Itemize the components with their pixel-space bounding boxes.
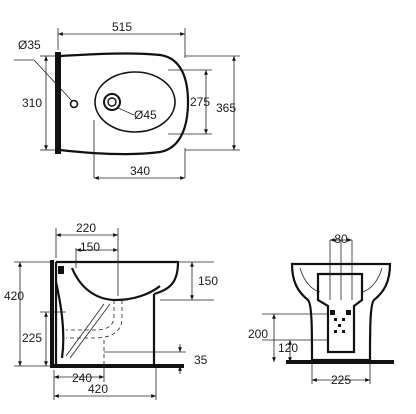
- dim-310: 310: [22, 96, 42, 110]
- dim-150-top: 150: [80, 240, 100, 254]
- dim-420-length: 420: [88, 382, 108, 396]
- dim-150-right: 150: [198, 274, 218, 288]
- supply-pipe-hole: [69, 99, 79, 109]
- side-view: 220 150 420 150 225 35 240 420: [4, 221, 218, 400]
- drain-hole-inner: [107, 97, 117, 107]
- dim-120: 120: [278, 341, 298, 355]
- dim-240: 240: [72, 371, 92, 385]
- dim-35: 35: [194, 353, 208, 367]
- side-bracket: [58, 266, 64, 274]
- dim-275: 275: [190, 95, 210, 109]
- dim-340: 340: [130, 164, 150, 178]
- front-pedestal-cavity: [316, 272, 364, 354]
- side-wall: [50, 260, 54, 366]
- front-floor: [286, 360, 394, 364]
- dim-diameter-45: Ø45: [134, 108, 157, 122]
- dim-515: 515: [112, 20, 132, 34]
- top-view: 515 Ø35 310 Ø45 275 365 340: [14, 20, 240, 180]
- dim-420-height: 420: [4, 289, 24, 303]
- side-pedestal: [54, 262, 156, 364]
- dim-80: 80: [334, 232, 348, 246]
- dim-diameter-35: Ø35: [18, 38, 41, 52]
- dim-225-width: 225: [331, 373, 351, 387]
- side-waste-trap: [66, 300, 123, 339]
- drain-hole-outer: [103, 93, 121, 111]
- dim-200: 200: [248, 327, 268, 341]
- front-bowl-outline: [290, 262, 392, 362]
- side-back-curve: [54, 281, 65, 359]
- dim-225-height: 225: [22, 331, 42, 345]
- top-inner-basin: [94, 71, 176, 133]
- side-floor: [50, 364, 184, 368]
- side-inner-bowl: [70, 267, 161, 302]
- side-bowl-rim: [56, 260, 180, 296]
- front-view: 80 200 120 225: [248, 232, 394, 387]
- side-supply-pipe-2: [69, 303, 111, 359]
- dim-365: 365: [216, 101, 236, 115]
- dim-220: 220: [76, 221, 96, 235]
- side-supply-pipe: [65, 303, 105, 357]
- front-fixing-holes: [330, 310, 351, 333]
- top-bowl-outline: [59, 52, 190, 156]
- wall-plate: [55, 52, 61, 154]
